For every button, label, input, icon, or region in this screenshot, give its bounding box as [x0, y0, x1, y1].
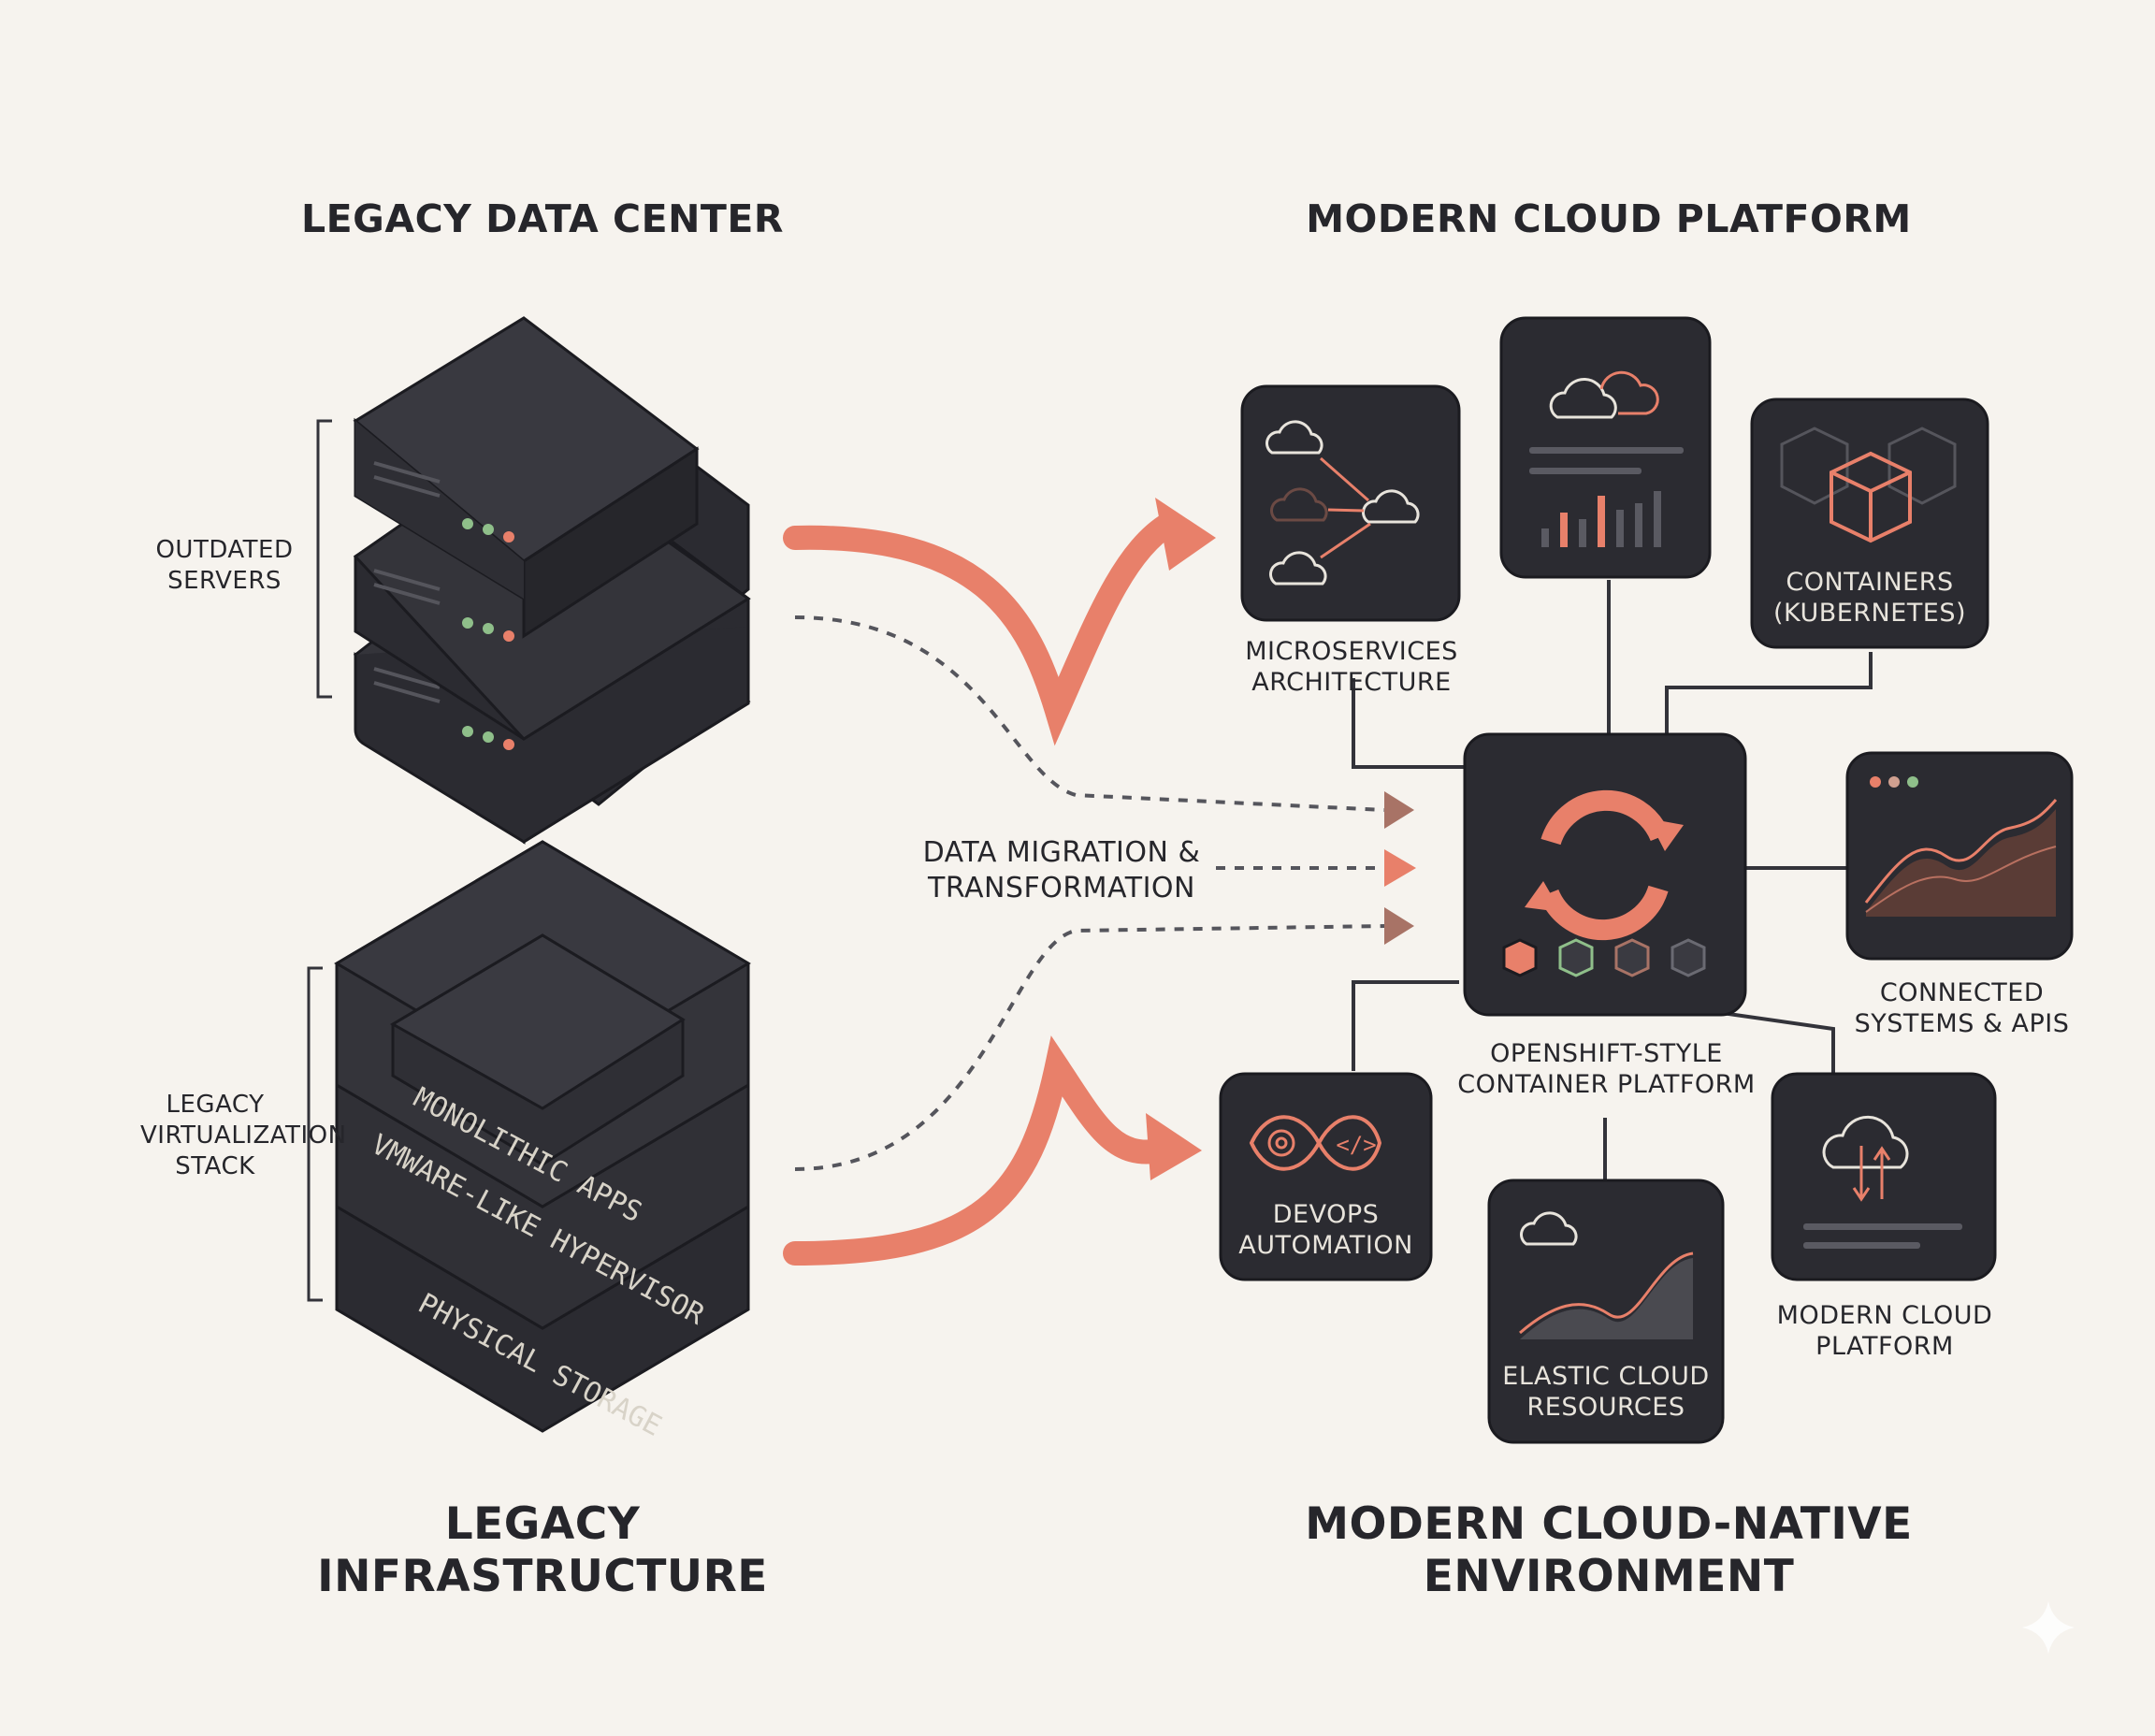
containers-card: [1750, 398, 1989, 649]
modern-cloud-label: MODERN CLOUD PLATFORM: [1776, 1301, 1993, 1361]
virtualization-stack: MONOLITHIC APPS VMWARE-LIKE HYPERVISOR P…: [307, 840, 751, 1443]
cloud-icon: [1266, 420, 1420, 586]
connector-lines: [1352, 580, 1873, 1183]
layer-top: [334, 840, 751, 1208]
arrowhead-dash-3: [1384, 907, 1414, 945]
devops-label: DEVOPS AUTOMATION: [1238, 1200, 1413, 1260]
area-chart-icon: [1519, 1251, 1694, 1339]
microservices-card: [1240, 384, 1461, 622]
cloud-icon: [1270, 487, 1328, 522]
code-icon: </>: [1336, 1132, 1376, 1158]
elastic-card: [1487, 1179, 1725, 1444]
arrowhead-bottom: [1146, 1113, 1202, 1180]
cloud-icon: [1822, 1115, 1909, 1169]
microservices-label: MICROSERVICES ARCHITECTURE: [1245, 637, 1458, 697]
modern-cloud-platform-title: MODERN CLOUD PLATFORM: [1306, 196, 1912, 241]
arrowhead-dash-1: [1384, 791, 1414, 829]
devops-card: </>: [1219, 1072, 1433, 1281]
cube-icon: [1830, 451, 1912, 543]
server-unit-1: [353, 316, 700, 639]
virtualization-stack-label: LEGACY VIRTUALIZATION STACK: [140, 1091, 347, 1180]
modern-environment-title: MODERN CLOUD-NATIVE ENVIRONMENT: [1305, 1498, 1913, 1602]
cube-icon: [1780, 427, 1957, 505]
servers-bracket: [316, 419, 332, 699]
cube-icon: [1502, 938, 1706, 977]
migration-label: DATA MIGRATION & TRANSFORMATION: [922, 836, 1201, 904]
outdated-servers-stack: [316, 316, 751, 845]
cloud-icon: [1549, 377, 1617, 419]
connected-card: [1845, 751, 2074, 961]
cloud-icon: [1599, 370, 1659, 415]
platform-label: OPENSHIFT-STYLE CONTAINER PLATFORM: [1457, 1039, 1756, 1099]
elastic-label: ELASTIC CLOUD RESOURCES: [1502, 1362, 1710, 1422]
browser-window-icon: [1870, 776, 1918, 788]
arrow-bottom-solid: [783, 1035, 1172, 1266]
upload-download-icon: [1852, 1146, 1891, 1202]
legacy-data-center-title: LEGACY DATA CENTER: [301, 196, 784, 241]
gear-icon: [1267, 1129, 1295, 1157]
arrowhead-top: [1155, 498, 1216, 571]
area-chart-icon: [1864, 799, 2058, 917]
infinity-loop: [1249, 1115, 1382, 1171]
cloud-icon: [1520, 1211, 1578, 1246]
modern-cloud-card: [1771, 1072, 1997, 1281]
connected-label: CONNECTED SYSTEMS & APIs: [1854, 978, 2070, 1038]
outdated-servers-label: OUTDATED SERVERS: [155, 536, 294, 595]
migration-arrows: [783, 498, 1416, 1266]
platform-card: [1463, 732, 1747, 1017]
stack-bracket: [307, 966, 323, 1302]
dashed-path-1: [794, 615, 1385, 812]
arrow-top-solid: [783, 512, 1181, 746]
network-links: [1320, 456, 1371, 559]
bar-chart-icon: [1541, 491, 1661, 547]
sparkle-icon: [2022, 1601, 2075, 1654]
cloud-stats-card: [1499, 316, 1712, 579]
containers-label: CONTAINERS (KUBERNETES): [1772, 568, 1967, 628]
arrowhead-dash-2: [1384, 849, 1416, 887]
legacy-infrastructure-title: LEGACY INFRASTRUCTURE: [317, 1498, 768, 1602]
